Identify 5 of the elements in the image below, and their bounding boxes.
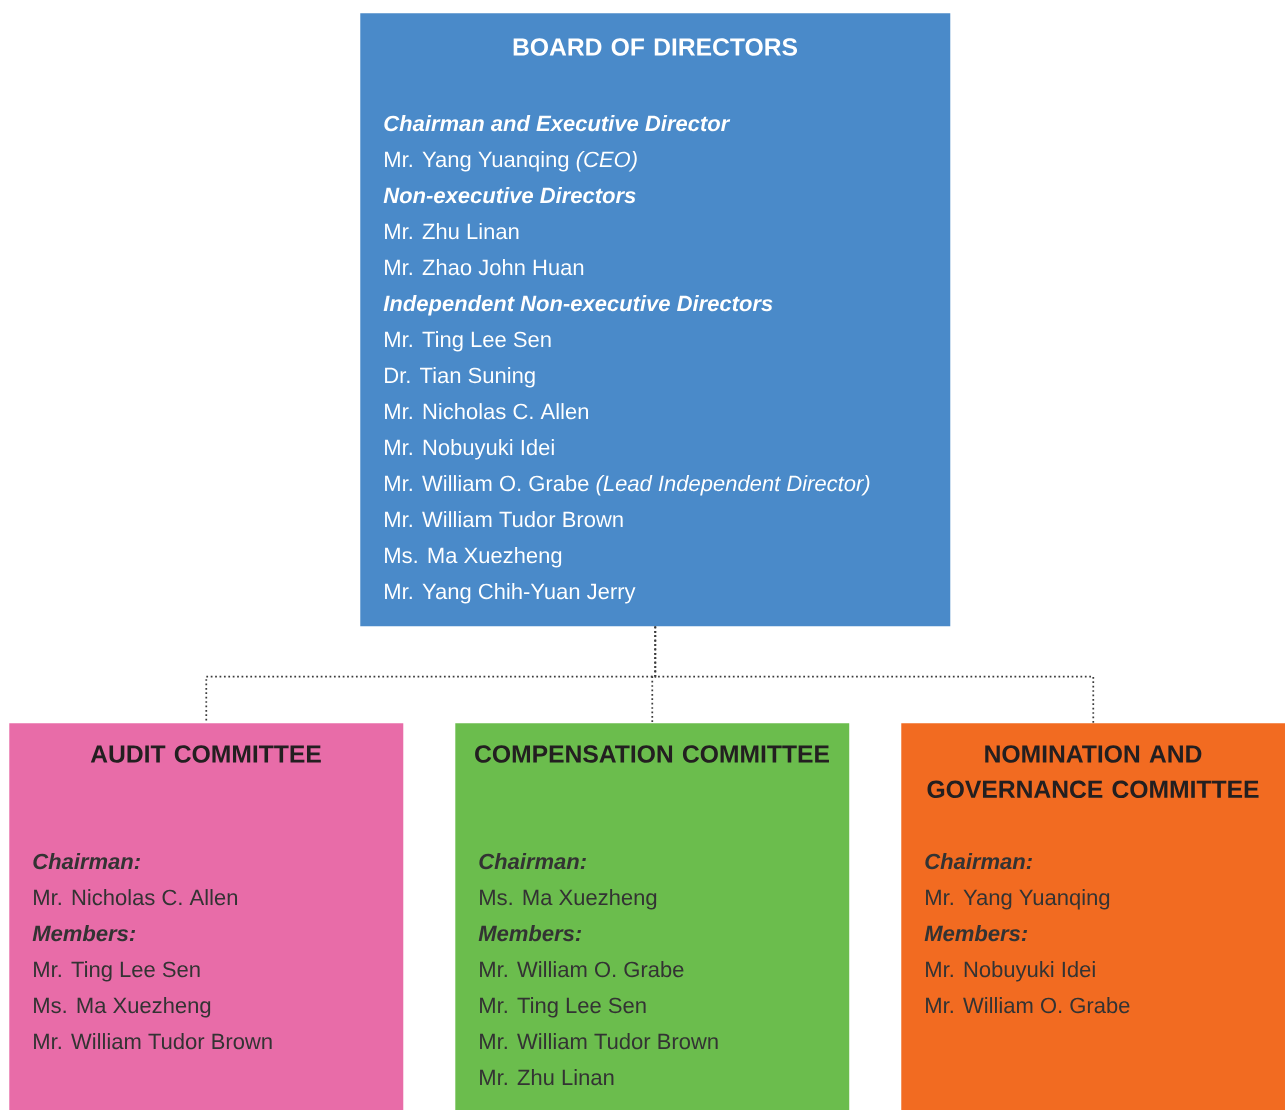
board-box: BOARD OF DIRECTORS Chairman and Executive Director Mr. Yang Yuanqing (CEO) Non-executive Directors Mr. Zhu Linan Mr. Zhao John Huan Independent Non-executive Directors Mr. Ting Lee Sen Dr. Tian Suning Mr. Nicholas C. Allen Mr. Nobuyuki Idei Mr. William O. Grabe (Lead Independent Director) Mr. William Tudor Brown Ms. Ma Xuezheng Mr. Yang Chih-Yuan Jerry — [360, 13, 951, 627]
committee-box: COMPENSATION COMMITTEE Chairman: Ms. Ma Xuezheng Members: Mr. William O. Grabe Mr. Ting Lee Sen Mr. William Tudor Brown Mr. Zhu Linan — [455, 723, 850, 1110]
committee-box: NOMINATION AND GOVERNANCE COMMITTEE Chairman: Mr. Yang Yuanqing Members: Mr. Nobuyuki Idei Mr. William O. Grabe — [901, 723, 1285, 1110]
connector-line — [654, 625, 1095, 724]
committee-box: AUDIT COMMITTEE Chairman: Mr. Nicholas C. Allen Members: Mr. Ting Lee Sen Ms. Ma Xuezheng Mr. William Tudor Brown — [9, 723, 404, 1110]
